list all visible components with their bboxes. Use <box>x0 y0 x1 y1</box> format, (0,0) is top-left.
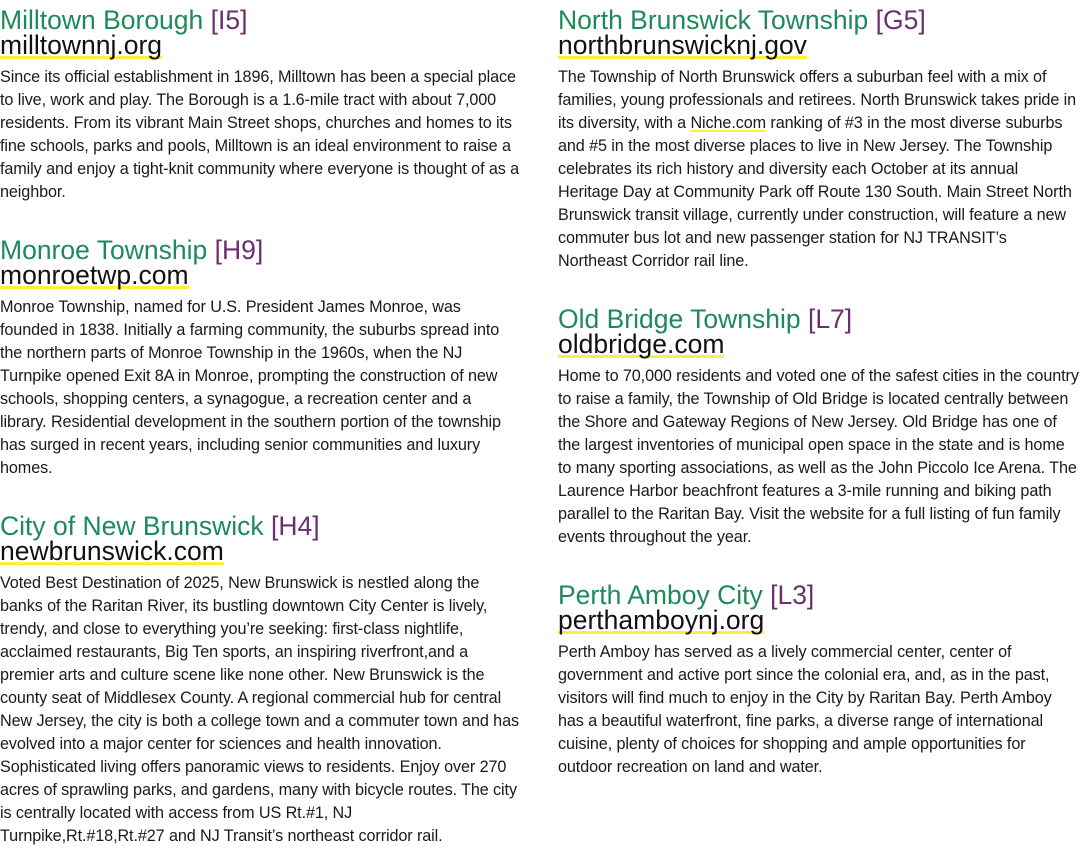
left-column: Milltown Borough [I5] milltownnj.org Sin… <box>0 4 520 848</box>
entry-old-bridge-township: Old Bridge Township [L7] oldbridge.com H… <box>558 303 1080 549</box>
municipality-name: Perth Amboy City <box>558 580 763 610</box>
municipality-name: City of New Brunswick <box>0 511 264 541</box>
map-grid-reference: [G5] <box>875 5 926 35</box>
entry-city-of-new-brunswick: City of New Brunswick [H4] newbrunswick.… <box>0 510 520 848</box>
municipality-name: North Brunswick Township <box>558 5 869 35</box>
map-grid-reference: [L3] <box>770 580 815 610</box>
municipality-description: Perth Amboy has served as a lively comme… <box>558 643 1052 776</box>
municipality-description: Voted Best Destination of 2025, New Brun… <box>0 574 519 845</box>
municipality-name: Old Bridge Township <box>558 304 801 334</box>
entry-north-brunswick-township: North Brunswick Township [G5] northbruns… <box>558 4 1080 273</box>
entry-milltown-borough: Milltown Borough [I5] milltownnj.org Sin… <box>0 4 520 204</box>
municipality-name: Milltown Borough <box>0 5 204 35</box>
website-link[interactable]: northbrunswicknj.gov <box>558 30 807 60</box>
map-grid-reference: [L7] <box>807 304 853 334</box>
description-text: ranking of #3 in the most diverse suburb… <box>558 114 1072 270</box>
description-text: The Township of North Brunswick offers a… <box>558 68 1077 132</box>
website-link[interactable]: monroetwp.com <box>0 260 189 290</box>
entry-heading: Perth Amboy City [L3] <box>558 579 1080 611</box>
municipality-description: Home to 70,000 residents and voted one o… <box>558 367 1079 546</box>
municipality-name: Monroe Township <box>0 235 208 265</box>
entry-perth-amboy-city: Perth Amboy City [L3] perthamboynj.org P… <box>558 579 1080 779</box>
municipality-description: Since its official establishment in 1896… <box>0 68 520 201</box>
map-grid-reference: [H4] <box>270 511 320 541</box>
right-column: North Brunswick Township [G5] northbruns… <box>558 4 1080 779</box>
website-link[interactable]: newbrunswick.com <box>0 536 224 566</box>
website-link[interactable]: perthamboynj.org <box>558 605 765 635</box>
map-grid-reference: [H9] <box>214 235 264 265</box>
website-link[interactable]: oldbridge.com <box>558 329 725 359</box>
map-grid-reference: [I5] <box>210 5 248 35</box>
entry-heading: Old Bridge Township [L7] <box>558 303 1080 335</box>
website-link[interactable]: milltownnj.org <box>0 30 163 60</box>
entry-heading: North Brunswick Township [G5] <box>558 4 1080 36</box>
entry-heading: Monroe Township [H9] <box>0 234 520 266</box>
entry-heading: Milltown Borough [I5] <box>0 4 520 36</box>
municipality-description: The Township of North Brunswick offers a… <box>558 66 1080 273</box>
entry-monroe-township: Monroe Township [H9] monroetwp.com Monro… <box>0 234 520 480</box>
entry-heading: City of New Brunswick [H4] <box>0 510 520 542</box>
niche-link[interactable]: Niche.com <box>690 114 767 132</box>
municipality-description: Monroe Township, named for U.S. Presiden… <box>0 298 501 477</box>
